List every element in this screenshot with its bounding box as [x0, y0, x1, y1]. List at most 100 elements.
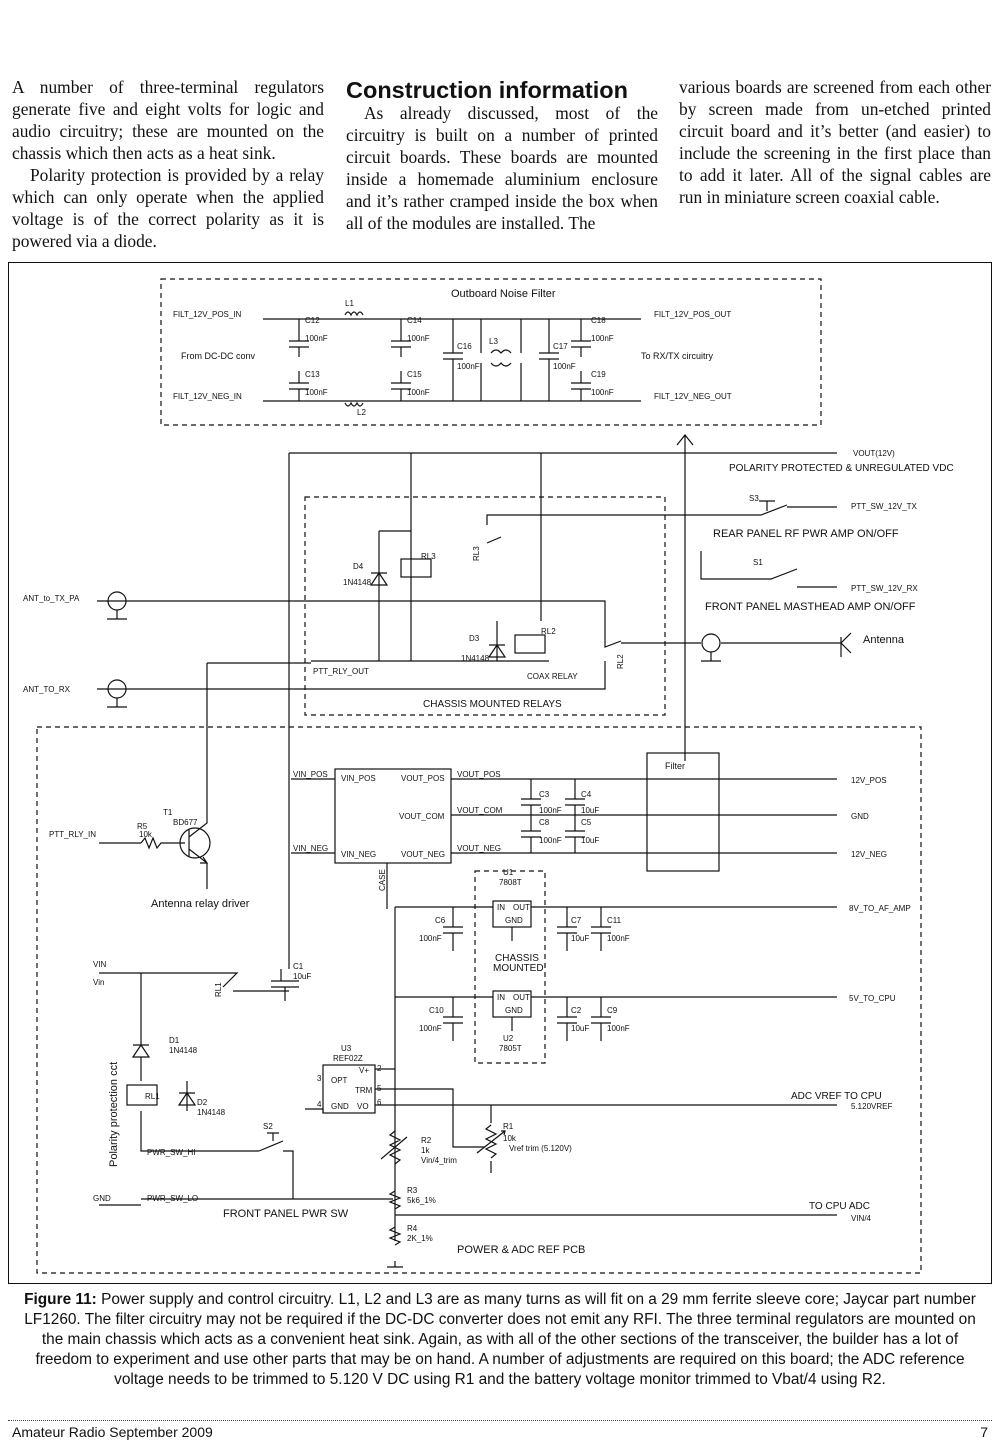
- article-column-3: various boards are screened from each ot…: [679, 76, 991, 208]
- ref-label: C3: [539, 790, 550, 799]
- value-label: 100nF: [553, 362, 576, 371]
- value-label: 100nF: [607, 934, 630, 943]
- pin-label: IN: [497, 903, 505, 912]
- net-label: GND: [93, 1194, 111, 1203]
- filter-note: From DC-DC conv: [181, 351, 256, 361]
- net-label: VIN_POS: [293, 770, 328, 779]
- filter-rails: [263, 318, 641, 402]
- pin-number: 3: [317, 1074, 322, 1083]
- net-label: 12V_POS: [851, 776, 887, 785]
- ref-label: R3: [407, 1186, 418, 1195]
- block-caption: Polarity protection cct: [108, 1062, 120, 1167]
- net-label: PTT_SW_12V_TX: [851, 502, 917, 511]
- switch-s2: [258, 1132, 294, 1199]
- pin-label: GND: [505, 1006, 523, 1015]
- polarity-wiring: [99, 972, 393, 1200]
- cap-c16: [443, 319, 463, 401]
- value-label: 100nF: [407, 334, 430, 343]
- value-label: 100nF: [591, 334, 614, 343]
- pin-label: VOUT_POS: [401, 774, 445, 783]
- ref-label: C10: [429, 1006, 444, 1015]
- value-label: 7808T: [499, 878, 522, 887]
- ref-label: U2: [503, 1034, 514, 1043]
- coax-signal-paths: [97, 600, 841, 690]
- pin-label: IN: [497, 993, 505, 1002]
- article-column-1: A number of three-terminal regulators ge…: [12, 76, 324, 252]
- chassis-relays-box: [304, 496, 666, 716]
- ref-label: C16: [457, 342, 472, 351]
- pin-label: VOUT_COM: [399, 812, 445, 821]
- cap-c1: [271, 969, 299, 1001]
- net-label: GND: [851, 812, 869, 821]
- value-label: REF02Z: [333, 1054, 363, 1063]
- inductor-l2: [344, 401, 364, 407]
- transistor-t1-driver: [99, 663, 209, 889]
- value-label: 10k: [139, 830, 153, 839]
- cap-c17: [539, 319, 559, 401]
- caption-text: Power supply and control circuitry. L1, …: [24, 1291, 976, 1388]
- schematic-figure: Outboard Noise Filter FILT_12V_POS_IN FI…: [8, 262, 992, 1284]
- resistors-r2-r4: [380, 1130, 408, 1268]
- net-label: FILT_12V_POS_IN: [173, 310, 242, 319]
- relay-coil-rl1: [126, 1084, 158, 1106]
- net-label: VOUT_POS: [457, 770, 501, 779]
- pin-label: VOUT_NEG: [401, 850, 445, 859]
- net-label: PTT_SW_12V_RX: [851, 584, 918, 593]
- box-title: CHASSIS MOUNTED RELAYS: [423, 699, 562, 710]
- paragraph: Polarity protection is provided by a rel…: [12, 165, 324, 251]
- switch-function-label: FRONT PANEL PWR SW: [223, 1208, 349, 1220]
- ref-label: C9: [607, 1006, 618, 1015]
- diode-d4: [369, 531, 389, 661]
- cap-c14-c15: [391, 319, 411, 401]
- value-label: 100nF: [419, 934, 442, 943]
- transistor-t1: [179, 827, 211, 859]
- ref-label: L3: [489, 337, 498, 346]
- net-label: VOUT_NEG: [457, 844, 501, 853]
- net-label: FILT_12V_NEG_IN: [173, 392, 242, 401]
- pin-label: VIN_NEG: [341, 850, 376, 859]
- net-label: PTT_RLY_OUT: [313, 667, 369, 676]
- diode-d3: [487, 621, 507, 661]
- pin-label: VO: [357, 1102, 369, 1111]
- relay-coil-rl2: [514, 634, 546, 654]
- trimmer-r1: [476, 1124, 506, 1159]
- ref-label: RL3: [421, 552, 436, 561]
- ref-label: D1: [169, 1036, 180, 1045]
- vout-feed-arrow: [676, 434, 694, 761]
- value-label: 5k6_1%: [407, 1196, 436, 1205]
- ref-label: C5: [581, 818, 592, 827]
- block-title: Filter: [665, 761, 685, 771]
- connector-grounds: [107, 610, 852, 708]
- value-label: 100nF: [539, 806, 562, 815]
- pin-number: 4: [317, 1100, 322, 1109]
- net-label: 5V_TO_CPU: [849, 994, 896, 1003]
- ref-label: C7: [571, 916, 582, 925]
- value-label: 100nF: [457, 362, 480, 371]
- caps-c3-c8: [521, 779, 541, 853]
- ref-label: D2: [197, 1098, 208, 1107]
- ref-label: C17: [553, 342, 568, 351]
- figure-caption: Figure 11: Power supply and control circ…: [14, 1290, 986, 1390]
- ref-label: R2: [421, 1136, 432, 1145]
- ref-label: C13: [305, 370, 320, 379]
- net-label: FILT_12V_NEG_OUT: [654, 392, 732, 401]
- net-label: PTT_RLY_IN: [49, 830, 96, 839]
- footer-rule: [8, 1420, 992, 1421]
- ref-label: R4: [407, 1224, 418, 1233]
- inductor-l1: [344, 311, 364, 317]
- ref-label: C12: [305, 316, 320, 325]
- net-description: TO CPU ADC: [809, 1201, 870, 1212]
- value-label: 10k: [503, 1134, 517, 1143]
- ref-label: RL2: [616, 654, 625, 669]
- net-label: 8V_TO_AF_AMP: [849, 904, 911, 913]
- paragraph: As already discussed, most of the circui…: [346, 103, 658, 233]
- pin-label: OPT: [331, 1076, 348, 1085]
- component-note: COAX RELAY: [527, 672, 578, 681]
- pin-label: TRM: [355, 1086, 373, 1095]
- pin-label: VIN_POS: [341, 774, 376, 783]
- net-label: PWR_SW_LO: [147, 1194, 198, 1203]
- ref-label: RL1: [145, 1092, 160, 1101]
- footer-publication: Amateur Radio September 2009: [12, 1424, 213, 1440]
- value-label: 10uF: [571, 1024, 589, 1033]
- net-label: Vin: [93, 978, 104, 987]
